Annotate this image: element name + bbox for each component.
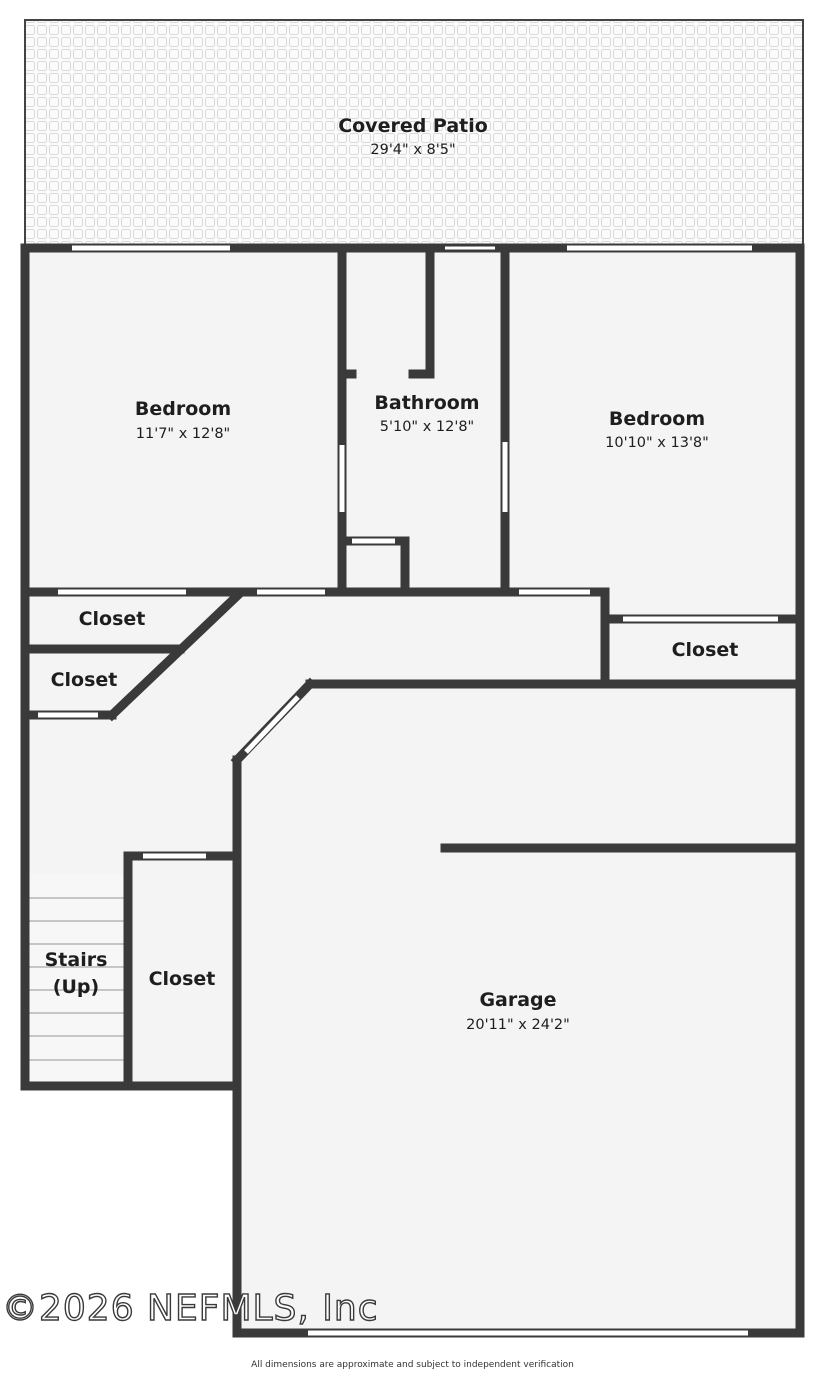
garage-dims: 20'11" x 24'2" bbox=[466, 1017, 570, 1033]
copyright-watermark: ©2026 NEFMLS, Inc bbox=[1, 1287, 379, 1329]
patio-door-window bbox=[445, 245, 495, 251]
interior-floor bbox=[25, 248, 800, 1333]
covered-patio-area bbox=[24, 19, 804, 249]
covered-patio-label: Covered Patio bbox=[338, 115, 488, 137]
covered-patio-dims: 29'4" x 8'5" bbox=[370, 142, 455, 158]
garage-label: Garage bbox=[479, 989, 556, 1011]
stair-treads bbox=[29, 874, 125, 1084]
bedroom-left-label: Bedroom bbox=[135, 398, 231, 420]
bedroom-right-label: Bedroom bbox=[609, 408, 705, 430]
bedroom-left-dims: 11'7" x 12'8" bbox=[136, 426, 230, 442]
bathroom-dims: 5'10" x 12'8" bbox=[380, 419, 474, 435]
openings bbox=[38, 245, 778, 1336]
closet-lower-left-label: Closet bbox=[51, 669, 118, 691]
closet-right-label: Closet bbox=[672, 639, 739, 661]
bathroom-label: Bathroom bbox=[374, 392, 479, 414]
stairs-label: Stairs bbox=[45, 949, 108, 971]
dimensions-disclaimer: All dimensions are approximate and subje… bbox=[251, 1360, 574, 1370]
closet-upper-left-label: Closet bbox=[79, 608, 146, 630]
closet-stair-label: Closet bbox=[149, 968, 216, 990]
bedroom-right-dims: 10'10" x 13'8" bbox=[605, 435, 709, 451]
stairs-direction-label: (Up) bbox=[53, 976, 99, 998]
